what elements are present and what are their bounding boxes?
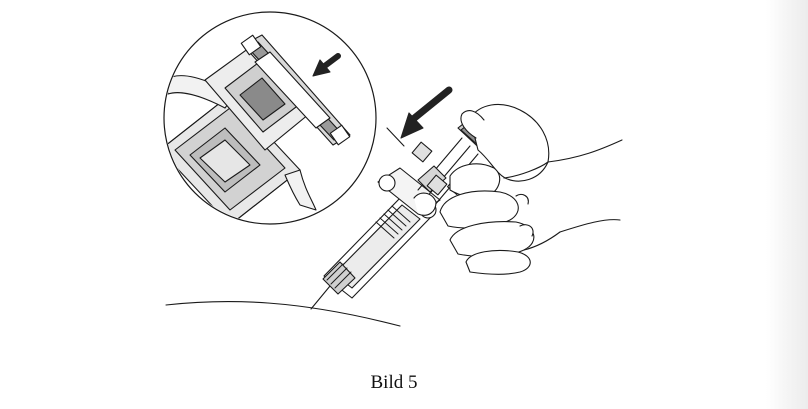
hand-icon xyxy=(413,103,623,275)
page-edge-shadow xyxy=(766,0,808,409)
arrow-down-left-icon xyxy=(400,86,453,139)
magnified-plunger-detail xyxy=(165,34,351,223)
stopper-coil xyxy=(375,205,411,239)
arrow-down-left-icon xyxy=(312,53,341,77)
syringe-injection-illustration xyxy=(163,11,623,327)
needle xyxy=(310,285,331,310)
magnifier-circle-icon xyxy=(163,11,377,225)
detail-leader-line xyxy=(386,127,405,147)
figure-caption: Bild 5 xyxy=(370,372,418,393)
skin-surface-line xyxy=(165,300,401,327)
